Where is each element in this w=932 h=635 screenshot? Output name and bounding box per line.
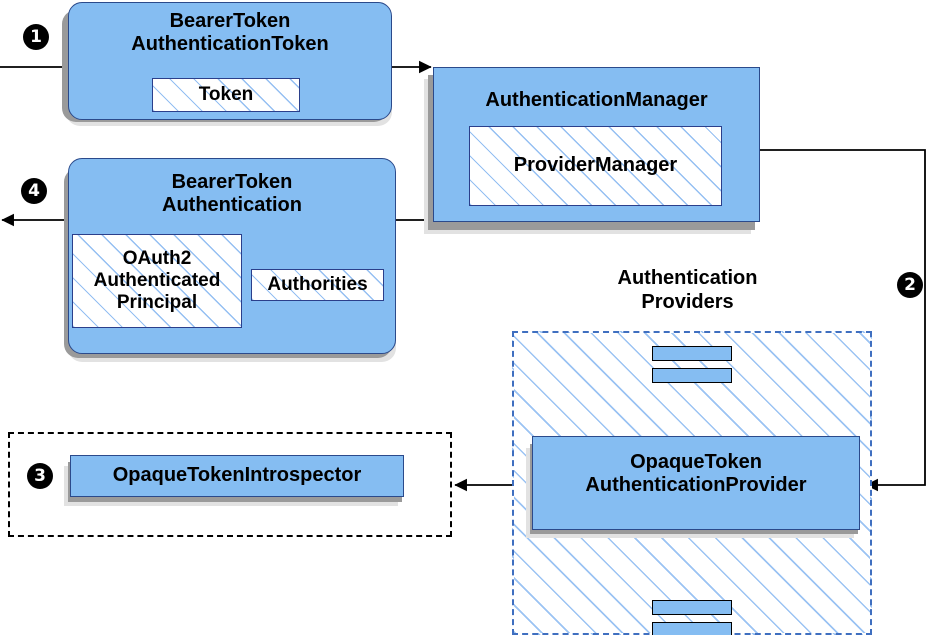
node-title-provider-line1: OpaqueToken (630, 451, 762, 473)
inner-box-authorities-label: Authorities (267, 273, 368, 295)
node-opaque-token-introspector[interactable]: OpaqueTokenIntrospector (70, 455, 404, 497)
provider-stub-bar-upper-1 (652, 346, 732, 361)
node-title-introspector: OpaqueTokenIntrospector (112, 464, 362, 486)
inner-box-oauth2-authenticated-principal[interactable]: OAuth2 Authenticated Principal (72, 234, 242, 328)
inner-box-token[interactable]: Token (152, 78, 300, 112)
step-badge-3: 3 (27, 463, 53, 489)
node-title-line1: BearerToken (169, 10, 291, 32)
node-title-authentication-manager: AuthenticationManager (485, 89, 708, 111)
provider-stub-bar-lower-1 (652, 600, 732, 615)
principal-line1: OAuth2 (122, 247, 192, 269)
node-title-result-line2: Authentication (162, 194, 302, 217)
node-title-result-line1: BearerToken (171, 171, 293, 193)
step-badge-2: 2 (897, 272, 923, 298)
step-badge-2-label: 2 (904, 275, 916, 295)
inner-box-token-label: Token (198, 83, 254, 105)
node-title-line2: AuthenticationToken (131, 33, 329, 56)
inner-box-authorities[interactable]: Authorities (251, 269, 384, 301)
inner-box-provider-manager[interactable]: ProviderManager (469, 126, 722, 206)
principal-line2: Authenticated (93, 269, 221, 291)
provider-stub-bar-upper-2 (652, 368, 732, 383)
inner-box-provider-manager-label: ProviderManager (513, 154, 678, 177)
step-badge-1-label: 1 (30, 27, 42, 47)
step-badge-4-label: 4 (28, 181, 40, 201)
region-introspector (8, 432, 452, 537)
step-badge-1: 1 (23, 24, 49, 50)
step-badge-4: 4 (21, 178, 47, 204)
node-title-provider-line2: AuthenticationProvider (585, 474, 807, 497)
step-badge-3-label: 3 (34, 466, 46, 486)
node-opaque-token-authentication-provider[interactable]: OpaqueToken AuthenticationProvider (532, 436, 860, 530)
region-caption-line1: Authentication (617, 267, 758, 289)
region-caption-authentication-providers: Authentication Providers (590, 267, 785, 314)
principal-line3: Principal (116, 292, 198, 314)
region-caption-line2: Providers (641, 290, 734, 313)
provider-stub-bar-lower-2 (652, 622, 732, 635)
